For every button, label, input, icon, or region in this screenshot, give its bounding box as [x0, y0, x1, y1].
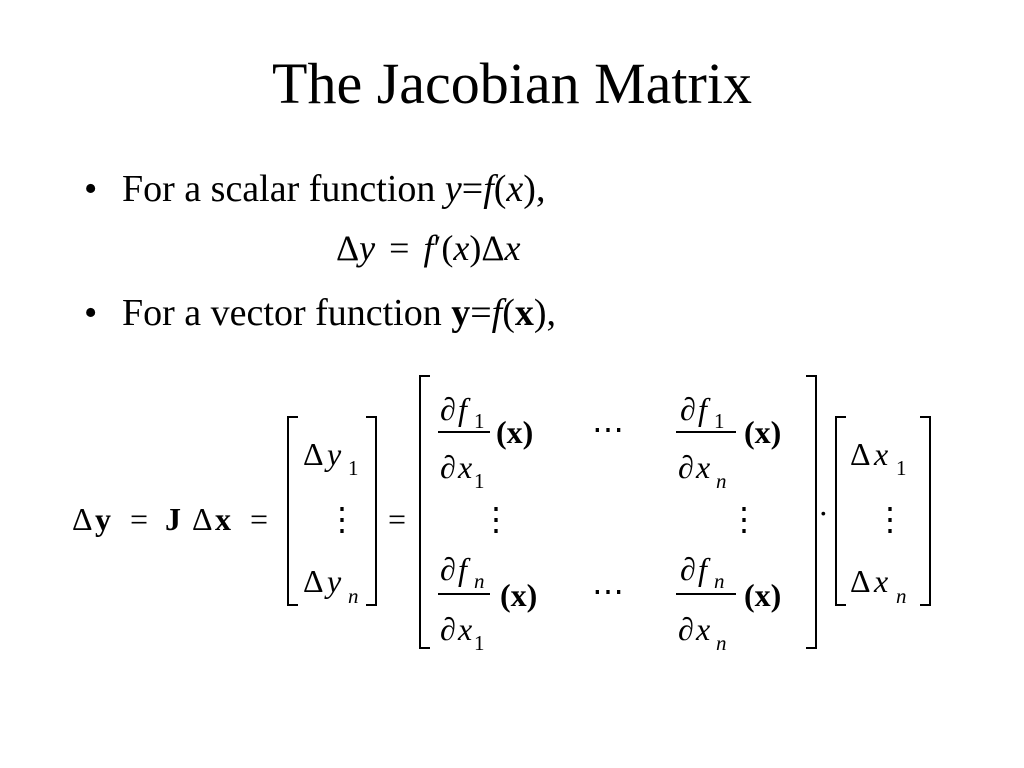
equals-sign: =	[470, 292, 492, 334]
delta-symbol: Δ	[850, 436, 871, 472]
subscript-1: 1	[474, 409, 485, 433]
func-f: f	[698, 551, 711, 587]
func-f: f	[423, 228, 434, 268]
partial-symbol: ∂	[440, 551, 456, 587]
arg-x: (x)	[500, 577, 537, 613]
close-paren-comma: ),	[533, 292, 557, 334]
vdots: ⋮	[728, 501, 760, 537]
jacobian-left-bracket	[419, 375, 430, 649]
close-paren-comma: ),	[523, 168, 546, 210]
var-x: x	[506, 168, 524, 210]
var-x: x	[457, 611, 472, 647]
subscript-n: n	[896, 584, 907, 608]
vdots: ⋮	[480, 501, 512, 537]
subscript-1: 1	[714, 409, 725, 433]
equals-sign: =	[130, 501, 148, 537]
subscript-1: 1	[474, 631, 485, 655]
equals-sign: =	[461, 168, 484, 210]
vec-x: x	[215, 501, 231, 537]
var-y: y	[359, 228, 376, 268]
entry-1-1: ∂ f 1 ∂ x 1 (x)	[438, 391, 533, 493]
bullet-dot: •	[84, 292, 98, 334]
subscript-1: 1	[474, 469, 485, 493]
var-x: x	[457, 449, 472, 485]
hdots: ⋯	[592, 573, 624, 609]
func-f: f	[491, 292, 503, 334]
multiplication-dot: ·	[818, 495, 829, 531]
var-x: x	[504, 228, 521, 268]
var-y1: y	[324, 436, 342, 472]
bullet-text: For a vector function	[122, 292, 452, 334]
func-f: f	[458, 391, 471, 427]
var-xn: x	[873, 563, 888, 599]
partial-symbol: ∂	[678, 611, 694, 647]
vdots: ⋮	[874, 501, 906, 537]
prime-symbol: ′	[433, 228, 442, 268]
var-x1: x	[873, 436, 888, 472]
arg-x: (x)	[744, 577, 781, 613]
right-bracket	[366, 416, 377, 606]
open-paren: (	[493, 168, 507, 210]
open-paren: (	[502, 292, 515, 334]
equals-sign: =	[388, 501, 406, 537]
vec-y: y	[95, 501, 111, 537]
left-bracket	[287, 416, 298, 606]
func-f: f	[483, 168, 494, 210]
delta-symbol: Δ	[481, 228, 505, 268]
subscript-n: n	[474, 569, 485, 593]
subscript-1: 1	[896, 456, 907, 480]
delta-symbol: Δ	[192, 501, 213, 537]
bullet-dot: •	[84, 168, 98, 210]
partial-symbol: ∂	[680, 551, 696, 587]
var-x: x	[695, 449, 710, 485]
delta-symbol: Δ	[303, 436, 324, 472]
arg-x: (x)	[744, 414, 781, 450]
func-f: f	[698, 391, 711, 427]
partial-symbol: ∂	[440, 449, 456, 485]
func-f: f	[458, 551, 471, 587]
equals-sign: =	[250, 501, 268, 537]
subscript-n: n	[714, 569, 725, 593]
close-paren: )	[469, 228, 482, 268]
bullet-scalar-function: • For a scalar function y=f(x),	[84, 167, 545, 211]
entry-1-n: ∂ f 1 ∂ x n (x)	[676, 391, 781, 493]
right-bracket	[920, 416, 931, 606]
var-yn: y	[324, 563, 342, 599]
vec-y: y	[451, 292, 471, 334]
delta-symbol: Δ	[850, 563, 871, 599]
vdots: ⋮	[326, 501, 358, 537]
left-bracket	[835, 416, 846, 606]
partial-symbol: ∂	[440, 611, 456, 647]
delta-symbol: Δ	[336, 228, 360, 268]
jacobian-J: J	[165, 501, 181, 537]
var-y: y	[444, 168, 462, 210]
var-x: x	[453, 228, 470, 268]
subscript-n: n	[716, 631, 727, 655]
entry-n-n: ∂ f n ∂ x n (x)	[676, 551, 781, 655]
partial-symbol: ∂	[680, 391, 696, 427]
bullet-vector-function: • For a vector function y=f(x),	[84, 291, 556, 335]
entry-n-1: ∂ f n ∂ x 1 (x)	[438, 551, 537, 655]
equals-sign: =	[389, 228, 410, 268]
subscript-1: 1	[348, 456, 359, 480]
subscript-n: n	[716, 469, 727, 493]
bullet-text: For a scalar function	[122, 168, 445, 210]
arg-x: (x)	[496, 414, 533, 450]
open-paren: (	[441, 228, 454, 268]
hdots: ⋯	[592, 411, 624, 447]
subscript-n: n	[348, 584, 359, 608]
jacobian-right-bracket	[806, 375, 817, 649]
vec-x: x	[514, 292, 534, 334]
var-x: x	[695, 611, 710, 647]
slide-title: The Jacobian Matrix	[272, 51, 752, 116]
partial-symbol: ∂	[678, 449, 694, 485]
partial-symbol: ∂	[440, 391, 456, 427]
delta-symbol: Δ	[303, 563, 324, 599]
delta-symbol: Δ	[72, 501, 93, 537]
scalar-derivative-equation: Δy=f′(x)Δx	[336, 228, 520, 268]
